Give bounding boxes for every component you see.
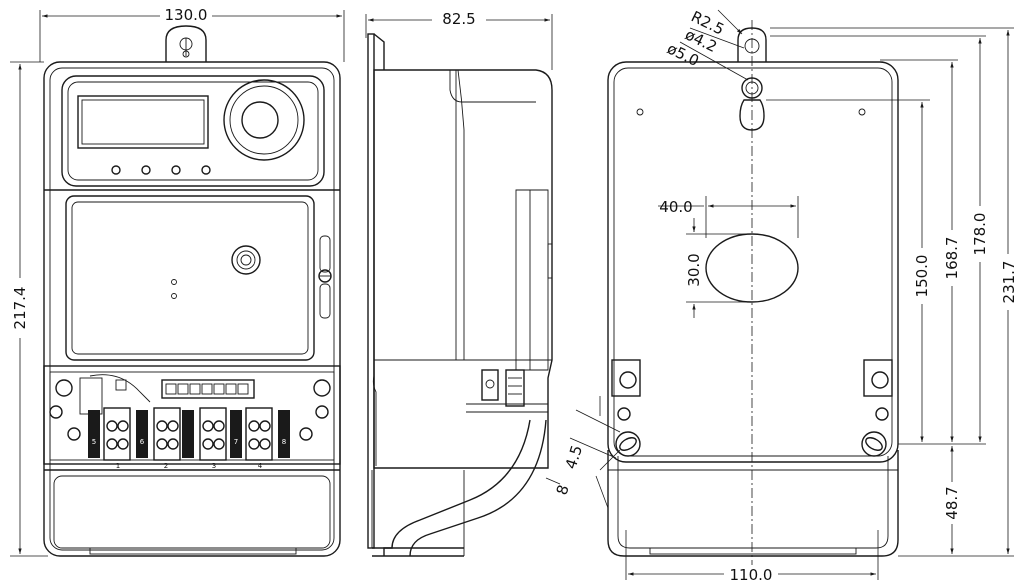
front-view: 130.0 217.4 [8,6,345,557]
slot-width-label: 4.5 [562,443,586,471]
base-width-label: 110.0 [730,566,773,583]
mounting-slot-right [861,431,887,457]
cable-cutout [705,233,799,303]
nameplate-cover [65,195,315,361]
terminal-side-label-5: 5 [92,438,96,446]
reset-button [231,245,261,275]
side-housing [373,69,553,469]
cutout-height-label: 30.0 [685,253,703,286]
display-panel [61,75,325,187]
aux-connector [161,379,255,399]
height-178-label: 178.0 [971,213,989,256]
back-housing [607,61,899,463]
back-view: R2.5 ø4.2 ø5.0 40.0 30.0 150.0 168.7 [545,7,1018,583]
terminal-number-3: 3 [212,462,216,470]
terminal-block [43,365,341,465]
cutout-width-label: 40.0 [659,198,692,216]
side-view: 82.5 [365,10,553,557]
height-231-label: 231.7 [1000,261,1018,304]
terminal-3 [199,407,227,461]
terminal-4 [245,407,273,461]
terminal-side-label-8: 8 [282,438,286,446]
height-168-label: 168.7 [943,237,961,280]
dial-outer [223,79,305,161]
mounting-slot-left [615,431,641,457]
terminal-number-1: 1 [116,462,120,470]
front-height-label: 217.4 [11,287,29,330]
terminal-side-label-6: 6 [140,438,145,446]
lcd-window [77,95,209,149]
indicator-leds [111,165,211,175]
terminal-number-4: 4 [258,462,263,470]
front-housing [43,61,341,557]
lower-height-label: 48.7 [943,486,961,519]
side-terminal-cover [383,419,531,556]
front-width-label: 130.0 [165,6,208,24]
terminal-2 [153,407,181,461]
terminal-number-2: 2 [164,462,168,470]
dial-inner [241,101,279,139]
height-150-label: 150.0 [913,255,931,298]
terminal-side-label-7: 7 [234,438,238,446]
side-depth-label: 82.5 [442,10,475,28]
slot-length-label: 8 [553,483,573,498]
terminal-1 [103,407,131,461]
